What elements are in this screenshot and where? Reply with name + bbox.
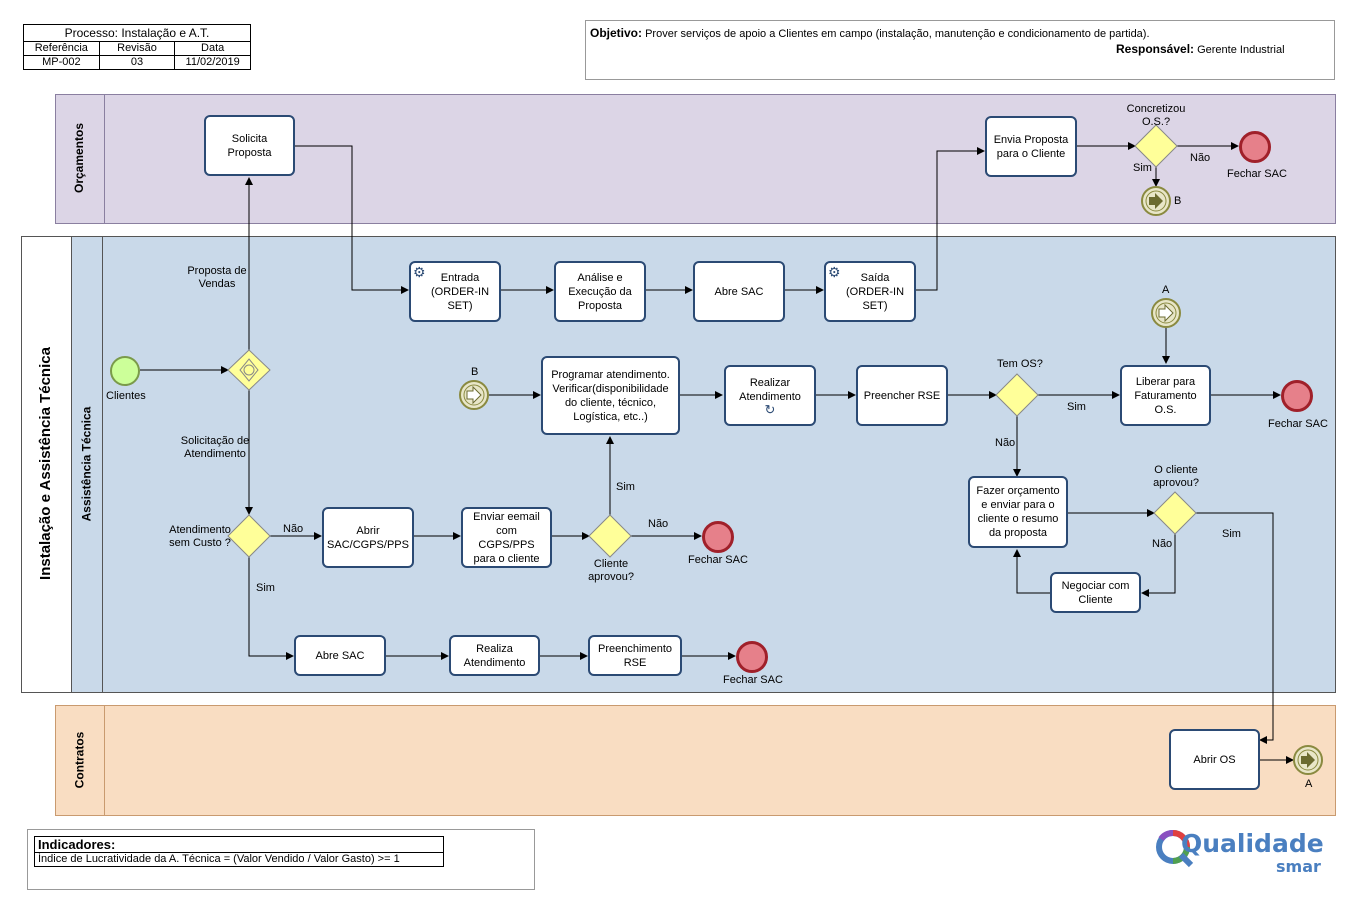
gateway-cliente-aprovou — [588, 514, 632, 558]
task-fazer-orcamento: Fazer orçamento e enviar para o cliente … — [968, 476, 1068, 548]
gateway-atendimento-sem-custo — [227, 514, 271, 558]
company-logo: Qualidade smar — [1155, 825, 1335, 877]
responsible-label: Responsável: — [1116, 42, 1195, 56]
start-event-clientes — [110, 356, 140, 386]
process-title: Processo: Instalação e A.T. — [64, 26, 210, 40]
indicators-title: Indicadores: — [35, 837, 443, 853]
label-clientes: Clientes — [106, 390, 146, 402]
label-nao-atendimento: Não — [283, 523, 304, 535]
label-fechar-sac-2: Fechar SAC — [1268, 418, 1328, 430]
label-tem-os: Tem OS? — [997, 358, 1043, 370]
header-col-revisao: Revisão — [98, 42, 175, 55]
objective-box: Objetivo: Prover serviços de apoio a Cli… — [585, 20, 1335, 80]
label-fechar-sac-3: Fechar SAC — [688, 554, 748, 566]
label-sim-o-cliente: Sim — [1222, 528, 1241, 540]
task-realiza-atendimento: Realiza Atendimento — [449, 635, 540, 676]
label-fechar-sac-1: Fechar SAC — [1227, 168, 1287, 180]
label-link-b-catch: B — [471, 366, 479, 378]
task-analise-execucao: Análise e Execução da Proposta — [554, 261, 646, 322]
indicators-box: Indicadores: Índice de Lucratividade da … — [27, 829, 535, 890]
task-abre-sac-2: Abre SAC — [294, 635, 386, 676]
label-sim-tem-os: Sim — [1067, 401, 1086, 413]
gateway-concretizou — [1134, 124, 1178, 168]
end-event-fechar-sac-2 — [1281, 380, 1313, 412]
label-nao-tem-os: Não — [995, 437, 1016, 449]
task-saida: ⚙ Saída (ORDER-IN SET) — [824, 261, 916, 322]
lane-contratos — [55, 705, 1336, 816]
end-event-fechar-sac-4 — [736, 641, 768, 673]
label-concretizou: Concretizou O.S.? — [1126, 103, 1186, 128]
objective-label: Objetivo: — [590, 26, 643, 40]
end-event-fechar-sac-1 — [1239, 131, 1271, 163]
task-liberar-faturamento: Liberar para Faturamento O.S. — [1120, 365, 1211, 426]
label-atendimento-sem-custo: Atendimento sem Custo ? — [169, 524, 231, 549]
logo-subtext: smar — [1276, 857, 1321, 876]
header-val-data: 11/02/2019 — [174, 56, 250, 69]
end-event-fechar-sac-3 — [702, 521, 734, 553]
logo-text: Qualidade — [1181, 829, 1324, 858]
label-sim-atendimento: Sim — [256, 582, 275, 594]
process-header-table: Processo: Instalação e A.T. Referência R… — [23, 24, 251, 70]
label-solicitacao: Solicitação de Atendimento — [180, 435, 250, 460]
label-nao-aprovou: Não — [648, 518, 669, 530]
label-link-a-catch: A — [1162, 284, 1170, 296]
pool-instalacao — [21, 236, 1336, 693]
task-envia-proposta: Envia Proposta para o Cliente — [985, 116, 1077, 177]
label-fechar-sac-4: Fechar SAC — [723, 674, 783, 686]
task-solicita-proposta: Solicita Proposta — [204, 115, 295, 176]
task-abrir-os: Abrir OS — [1169, 729, 1260, 790]
gateway-o-cliente-aprovou — [1153, 491, 1197, 535]
label-o-cliente-aprovou: O cliente aprovou? — [1153, 464, 1199, 489]
task-preencher-rse: Preencher RSE — [856, 365, 948, 426]
label-link-a-throw: A — [1305, 778, 1313, 790]
task-abre-sac-1: Abre SAC — [693, 261, 785, 322]
task-preenchimento-rse: Preenchimento RSE — [588, 635, 682, 676]
task-negociar-cliente: Negociar com Cliente — [1050, 572, 1141, 613]
task-enviar-email: Enviar eemail com CGPS/PPS para o client… — [461, 507, 552, 568]
indicators-text: Índice de Lucratividade da A. Técnica = … — [38, 853, 400, 865]
link-catch-a-icon — [1151, 298, 1181, 328]
header-col-data: Data — [174, 42, 250, 55]
header-val-revisao: 03 — [98, 56, 175, 69]
task-abrir-sac-cgps: Abrir SAC/CGPS/PPS — [322, 507, 414, 568]
logo-mark-icon — [1156, 830, 1194, 868]
objective-text: Prover serviços de apoio a Clientes em c… — [645, 28, 1150, 40]
gateway-proposta-solicitacao — [227, 349, 271, 391]
task-entrada: ⚙ Entrada (ORDER-IN SET) — [409, 261, 501, 322]
label-nao-o-cliente: Não — [1152, 538, 1173, 550]
label-nao-concretizou: Não — [1190, 152, 1211, 164]
task-realizar-atendimento: Realizar Atendimento ↻ — [724, 365, 816, 426]
link-throw-a-icon — [1293, 745, 1323, 775]
label-link-b-throw: B — [1174, 195, 1182, 207]
label-proposta-vendas: Proposta de Vendas — [187, 265, 247, 290]
gear-icon: ⚙ — [828, 264, 841, 280]
label-cliente-aprovou: Cliente aprovou? — [588, 558, 634, 583]
loop-icon: ↻ — [764, 401, 776, 417]
gear-icon: ⚙ — [413, 264, 426, 280]
responsible-text: Gerente Industrial — [1197, 44, 1285, 56]
header-col-referencia: Referência — [34, 42, 88, 54]
link-catch-b-icon — [459, 380, 489, 410]
label-sim-concretizou: Sim — [1133, 162, 1152, 174]
task-programar-atendimento: Programar atendimento. Verificar(disponi… — [541, 356, 680, 435]
link-throw-b-icon — [1141, 186, 1171, 216]
label-sim-aprovou: Sim — [616, 481, 635, 493]
header-val-referencia: MP-002 — [42, 56, 81, 68]
gateway-tem-os — [995, 373, 1039, 417]
